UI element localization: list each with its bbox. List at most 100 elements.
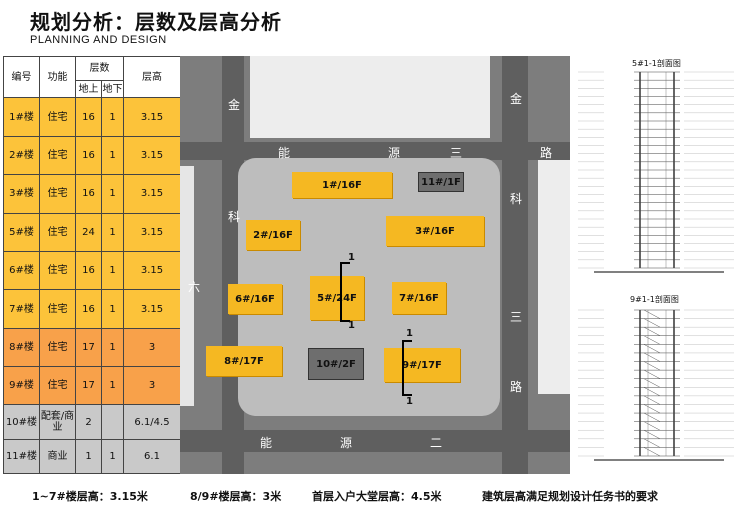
road-label: 二 [430,436,443,450]
building-3: 3#/16F [386,216,484,246]
west-lot [180,166,194,406]
road-label: 能 [278,146,291,160]
north-lot [250,56,490,138]
cell-function: 住宅 [39,97,76,137]
cell-function: 住宅 [39,135,76,176]
header-floors: 层数 [75,56,124,81]
road-label: 三 [450,146,463,160]
building-7: 7#/16F [392,282,446,314]
cell-height: 3.15 [123,97,181,137]
footer-note-1: 1~7#楼层高：3.15米 [32,490,148,503]
section-tick [340,262,350,264]
cell-id: 3#楼 [3,174,40,214]
cell-height: 3.15 [123,289,181,329]
cell-id: 8#楼 [3,327,40,368]
road-label: 金 [228,98,241,112]
cell-above: 1 [75,438,102,475]
header-height: 层高 [123,55,181,99]
section-drawings: 5#1-1剖面图 9#1-1剖面图 [574,56,738,474]
header-below: 地下 [101,79,124,99]
section-9-drawing [578,309,734,461]
section-line-9 [402,340,404,396]
page-subtitle: PLANNING AND DESIGN [30,34,167,46]
header-function: 功能 [39,55,76,99]
stair-line [643,369,661,379]
cell-below: 1 [101,97,124,137]
cell-above: 16 [75,250,102,291]
cell-above: 2 [75,404,102,440]
page-title: 规划分析：层数及层高分析 [30,10,282,34]
site-plan: 金 金 能 源 三 路 科 科 六 三 路 能 源 二 1#/16F 11#/1… [180,56,570,474]
stair-line [643,412,661,422]
building-10: 10#/2F [308,348,364,380]
section-5-title: 5#1-1剖面图 [632,59,681,68]
cell-below: 1 [101,250,124,291]
stair-line [643,395,661,405]
building-2: 2#/16F [246,220,300,250]
section-tick [340,320,350,322]
stair-line [643,378,661,388]
cell-height: 3.15 [123,250,181,291]
road-label: 金 [510,92,523,106]
cell-function: 住宅 [39,174,76,214]
stair-line [643,326,661,336]
stair-line [643,309,661,319]
cell-above: 17 [75,327,102,368]
cell-height: 3 [123,366,181,406]
section-tick [402,340,412,342]
section-line-5 [340,262,342,322]
road-label: 科 [510,192,523,206]
cell-above: 16 [75,97,102,137]
header-id: 编号 [3,55,40,99]
header-above: 地上 [75,79,102,99]
cell-height: 3.15 [123,212,181,252]
stair-line [643,447,661,457]
building-1: 1#/16F [292,172,392,198]
stair-line [643,430,661,440]
cell-above: 24 [75,212,102,252]
cell-above: 16 [75,289,102,329]
cell-function: 住宅 [39,366,76,406]
road-south [180,430,570,452]
cell-above: 17 [75,366,102,406]
building-8: 8#/17F [206,346,282,376]
road-label: 源 [388,146,401,160]
cell-above: 16 [75,135,102,176]
cell-function: 配套/商业 [39,404,76,440]
cell-function: 商业 [39,438,76,475]
road-label: 三 [510,310,523,324]
cell-function: 住宅 [39,212,76,252]
cell-id: 5#楼 [3,212,40,252]
cell-below: 1 [101,289,124,329]
cell-below: 1 [101,366,124,406]
cell-id: 7#楼 [3,289,40,329]
stair-line [643,421,661,431]
road-label: 能 [260,436,273,450]
section-mark: 1 [348,320,355,331]
cell-function: 住宅 [39,327,76,368]
footer-note-3: 首层入户大堂层高：4.5米 [312,490,442,503]
stair-line [643,387,661,397]
cell-below: 1 [101,174,124,214]
cell-id: 2#楼 [3,135,40,176]
cell-id: 6#楼 [3,250,40,291]
building-6: 6#/16F [228,284,282,314]
road-north [180,142,570,160]
stair-line [643,335,661,345]
cell-function: 住宅 [39,250,76,291]
road-label: 路 [510,380,523,394]
cell-height: 3.15 [123,135,181,176]
stair-line [643,318,661,328]
cell-function: 住宅 [39,289,76,329]
cell-below: 1 [101,327,124,368]
building-11: 11#/1F [418,172,464,192]
